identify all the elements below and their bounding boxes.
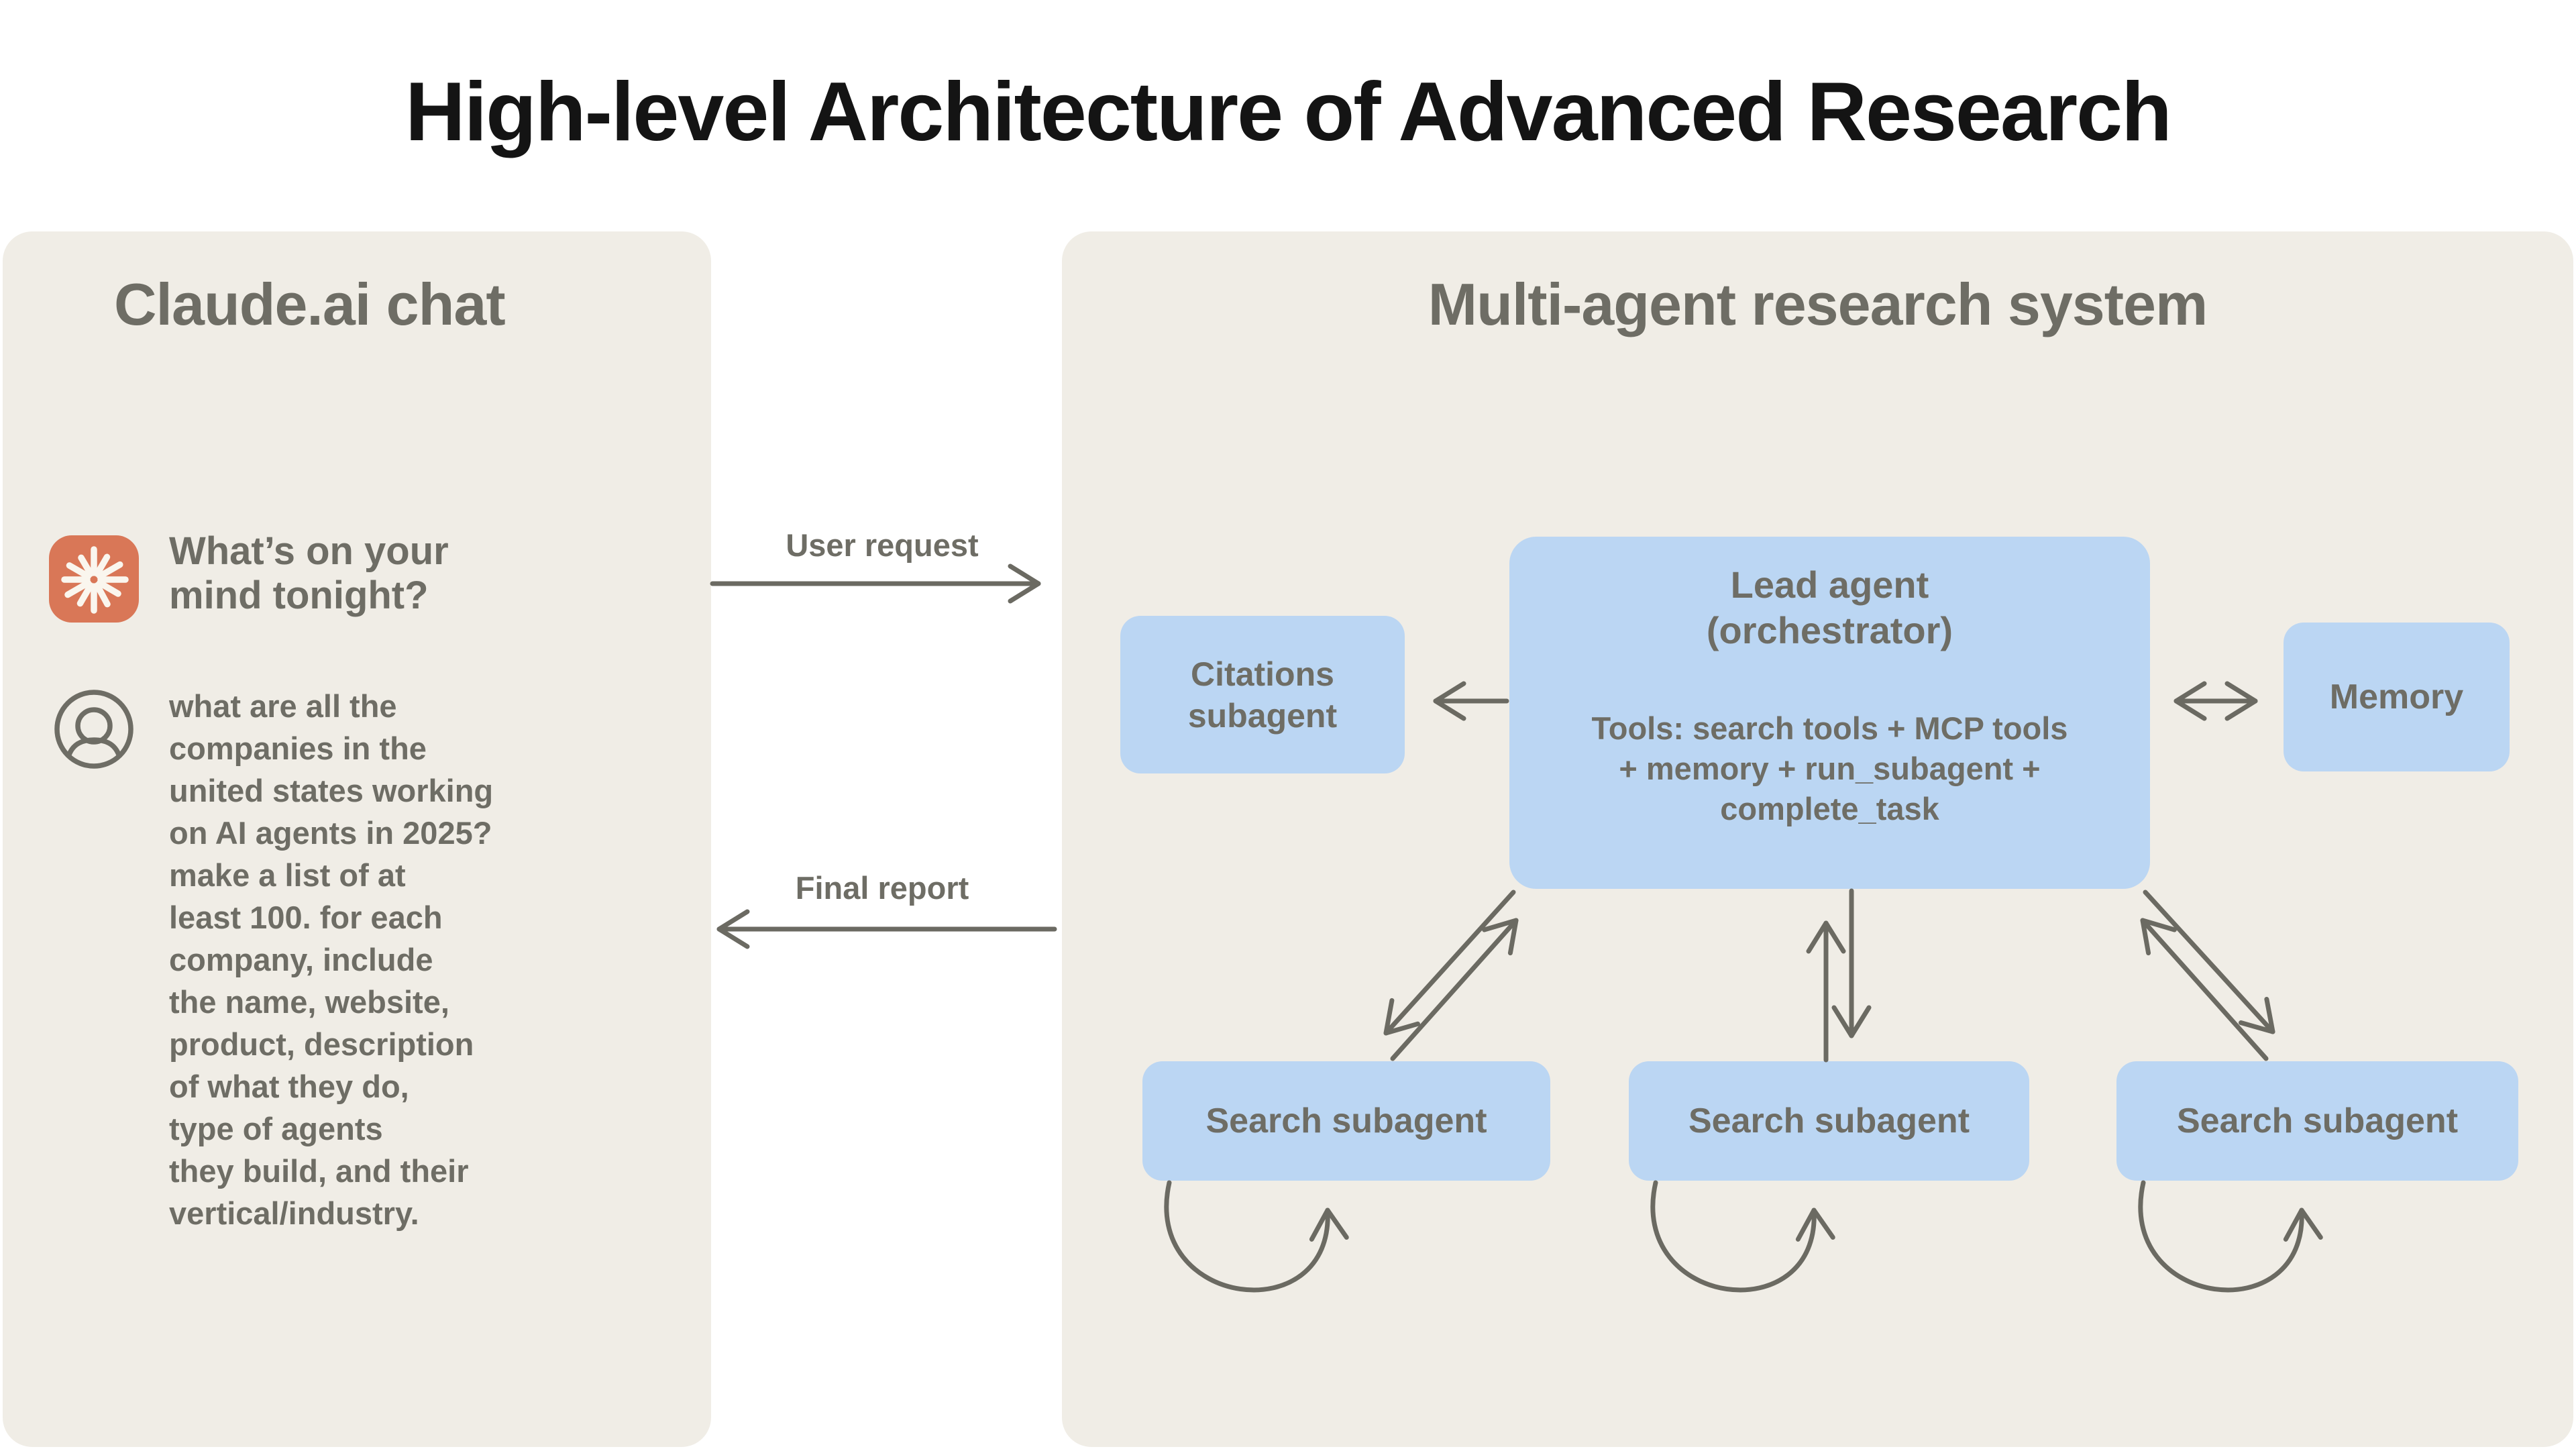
search-subagent-box-2: Search subagent <box>1629 1061 2029 1181</box>
multi-agent-panel: Multi-agent research system Lead agent (… <box>1062 231 2573 1447</box>
citations-subagent-box: Citations subagent <box>1120 616 1405 773</box>
lead-agent-box: Lead agent (orchestrator) Tools: search … <box>1509 537 2150 889</box>
search-subagent-label-1: Search subagent <box>1205 1102 1487 1140</box>
user-avatar-glyph <box>54 690 133 769</box>
claude-spark-icon <box>49 535 139 623</box>
claude-chat-panel: Claude.ai chat What’ <box>3 231 711 1447</box>
claude-chat-panel-title: Claude.ai chat <box>114 271 506 337</box>
user-request-label: User request <box>786 527 979 563</box>
citations-subagent-label: Citations subagent <box>1187 655 1338 735</box>
final-report-label: Final report <box>795 870 969 906</box>
lead-agent-tools: Tools: search tools + MCP tools + memory… <box>1591 710 2068 826</box>
prompt-title: What’s on your mind tonight? <box>169 529 449 617</box>
search-subagent-box-1: Search subagent <box>1142 1061 1550 1181</box>
search-subagent-label-3: Search subagent <box>2176 1102 2459 1140</box>
multi-agent-panel-title: Multi-agent research system <box>1428 271 2208 337</box>
search-subagent-box-3: Search subagent <box>2116 1061 2518 1181</box>
user-message: what are all the companies in the united… <box>169 688 494 1231</box>
memory-label: Memory <box>2329 678 2464 716</box>
claude-spark-glyph <box>61 546 129 614</box>
user-avatar-icon <box>54 689 134 769</box>
page-title: High-level Architecture of Advanced Rese… <box>405 66 2172 158</box>
search-subagent-label-2: Search subagent <box>1688 1102 1970 1140</box>
memory-box: Memory <box>2284 623 2510 771</box>
lead-agent-title: Lead agent (orchestrator) <box>1706 564 1953 651</box>
